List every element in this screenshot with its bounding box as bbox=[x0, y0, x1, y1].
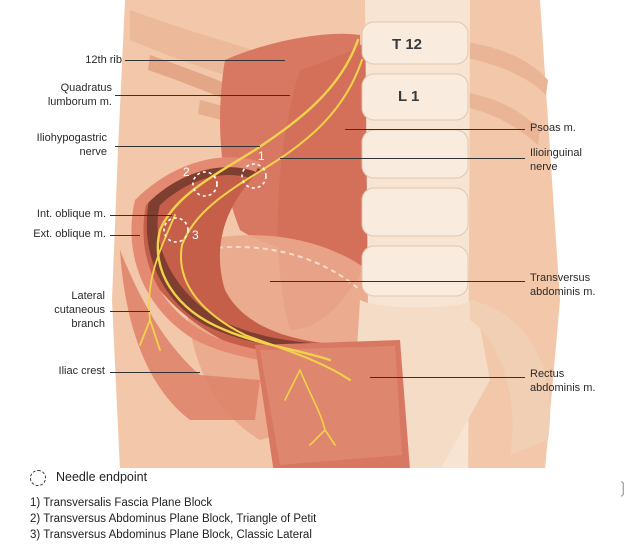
label-iliac-crest: Iliac crest bbox=[59, 364, 105, 378]
site-number-2: 2 bbox=[183, 165, 190, 179]
label-psoas: Psoas m. bbox=[530, 121, 576, 135]
legend-key-label: Needle endpoint bbox=[56, 470, 147, 484]
legend-item-1: 1) Transversalis Fascia Plane Block bbox=[30, 497, 212, 509]
vertebra-t12: T 12 bbox=[392, 36, 422, 53]
label-12th-rib: 12th rib bbox=[85, 53, 122, 67]
label-rectus-1: Rectus bbox=[530, 367, 564, 381]
needle-endpoint-key-icon bbox=[30, 470, 46, 486]
site-number-3: 3 bbox=[192, 228, 199, 242]
vertebra-l1: L 1 bbox=[398, 88, 419, 105]
label-lateral-3: branch bbox=[71, 317, 105, 331]
legend-item-2: 2) Transversus Abdominus Plane Block, Tr… bbox=[30, 513, 316, 525]
leader-rib12 bbox=[125, 60, 285, 61]
leader-transversus bbox=[270, 281, 525, 282]
leader-int-oblique bbox=[110, 215, 172, 216]
leader-lateral bbox=[110, 311, 150, 312]
leader-ilioinguinal bbox=[280, 158, 525, 159]
leader-iliac bbox=[110, 372, 200, 373]
leader-quadratus bbox=[115, 95, 290, 96]
label-lateral-1: Lateral bbox=[71, 289, 105, 303]
leader-ext-oblique bbox=[110, 235, 140, 236]
legend-item-3: 3) Transversus Abdominus Plane Block, Cl… bbox=[30, 529, 312, 541]
label-ext-oblique: Ext. oblique m. bbox=[33, 227, 106, 241]
label-ilioinguinal-1: Ilioinguinal bbox=[530, 146, 582, 160]
label-lateral-2: cutaneous bbox=[54, 303, 105, 317]
label-transversus-1: Transversus bbox=[530, 271, 590, 285]
site-number-1: 1 bbox=[258, 149, 265, 163]
label-int-oblique: Int. oblique m. bbox=[37, 207, 106, 221]
label-quadratus-2: lumborum m. bbox=[48, 95, 112, 109]
label-iliohypogastric-2: nerve bbox=[79, 145, 107, 159]
leader-rectus bbox=[370, 377, 525, 378]
label-rectus-2: abdominis m. bbox=[530, 381, 595, 395]
page-edge-glyph-icon: ❳ bbox=[616, 478, 629, 498]
label-transversus-2: abdominis m. bbox=[530, 285, 595, 299]
label-ilioinguinal-2: nerve bbox=[530, 160, 558, 174]
label-quadratus-1: Quadratus bbox=[61, 81, 112, 95]
leader-psoas bbox=[345, 129, 525, 130]
rectus-abdominis-face bbox=[260, 346, 402, 465]
label-iliohypogastric-1: Iliohypogastric bbox=[37, 131, 107, 145]
leader-iliohypogastric bbox=[115, 146, 260, 147]
